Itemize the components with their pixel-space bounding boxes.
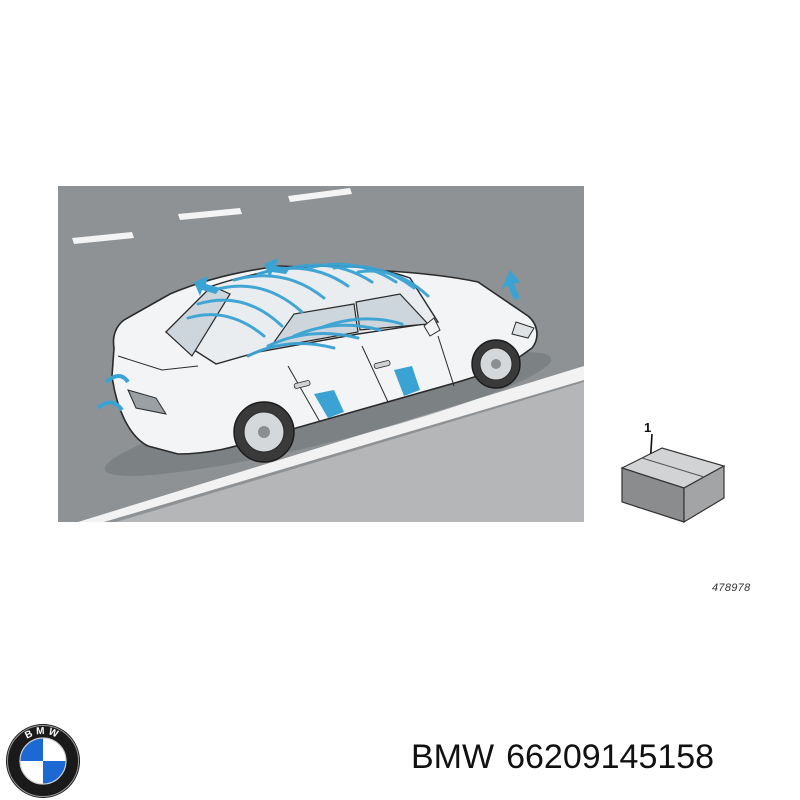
brand-name: BMW: [411, 738, 495, 776]
svg-text:BMW: BMW: [23, 726, 62, 742]
diagram-id: 478978: [712, 582, 751, 594]
part-number: 66209145158: [506, 738, 715, 776]
sensor-arrows: [96, 258, 520, 418]
alarm-sensor-illustration: [58, 186, 584, 522]
product-caption: BMW 66209145158: [411, 740, 714, 774]
sidewalk: [116, 382, 584, 522]
part-callout-label: 1: [644, 420, 652, 435]
box-seam: [641, 457, 705, 478]
sensor-waves: [186, 262, 430, 358]
logo-text: BMW: [23, 726, 59, 742]
lane-markings: [72, 188, 352, 244]
alarm-module-box: [620, 433, 726, 524]
box-side: [683, 464, 725, 524]
bmw-roundel-icon: BMW: [6, 724, 80, 798]
